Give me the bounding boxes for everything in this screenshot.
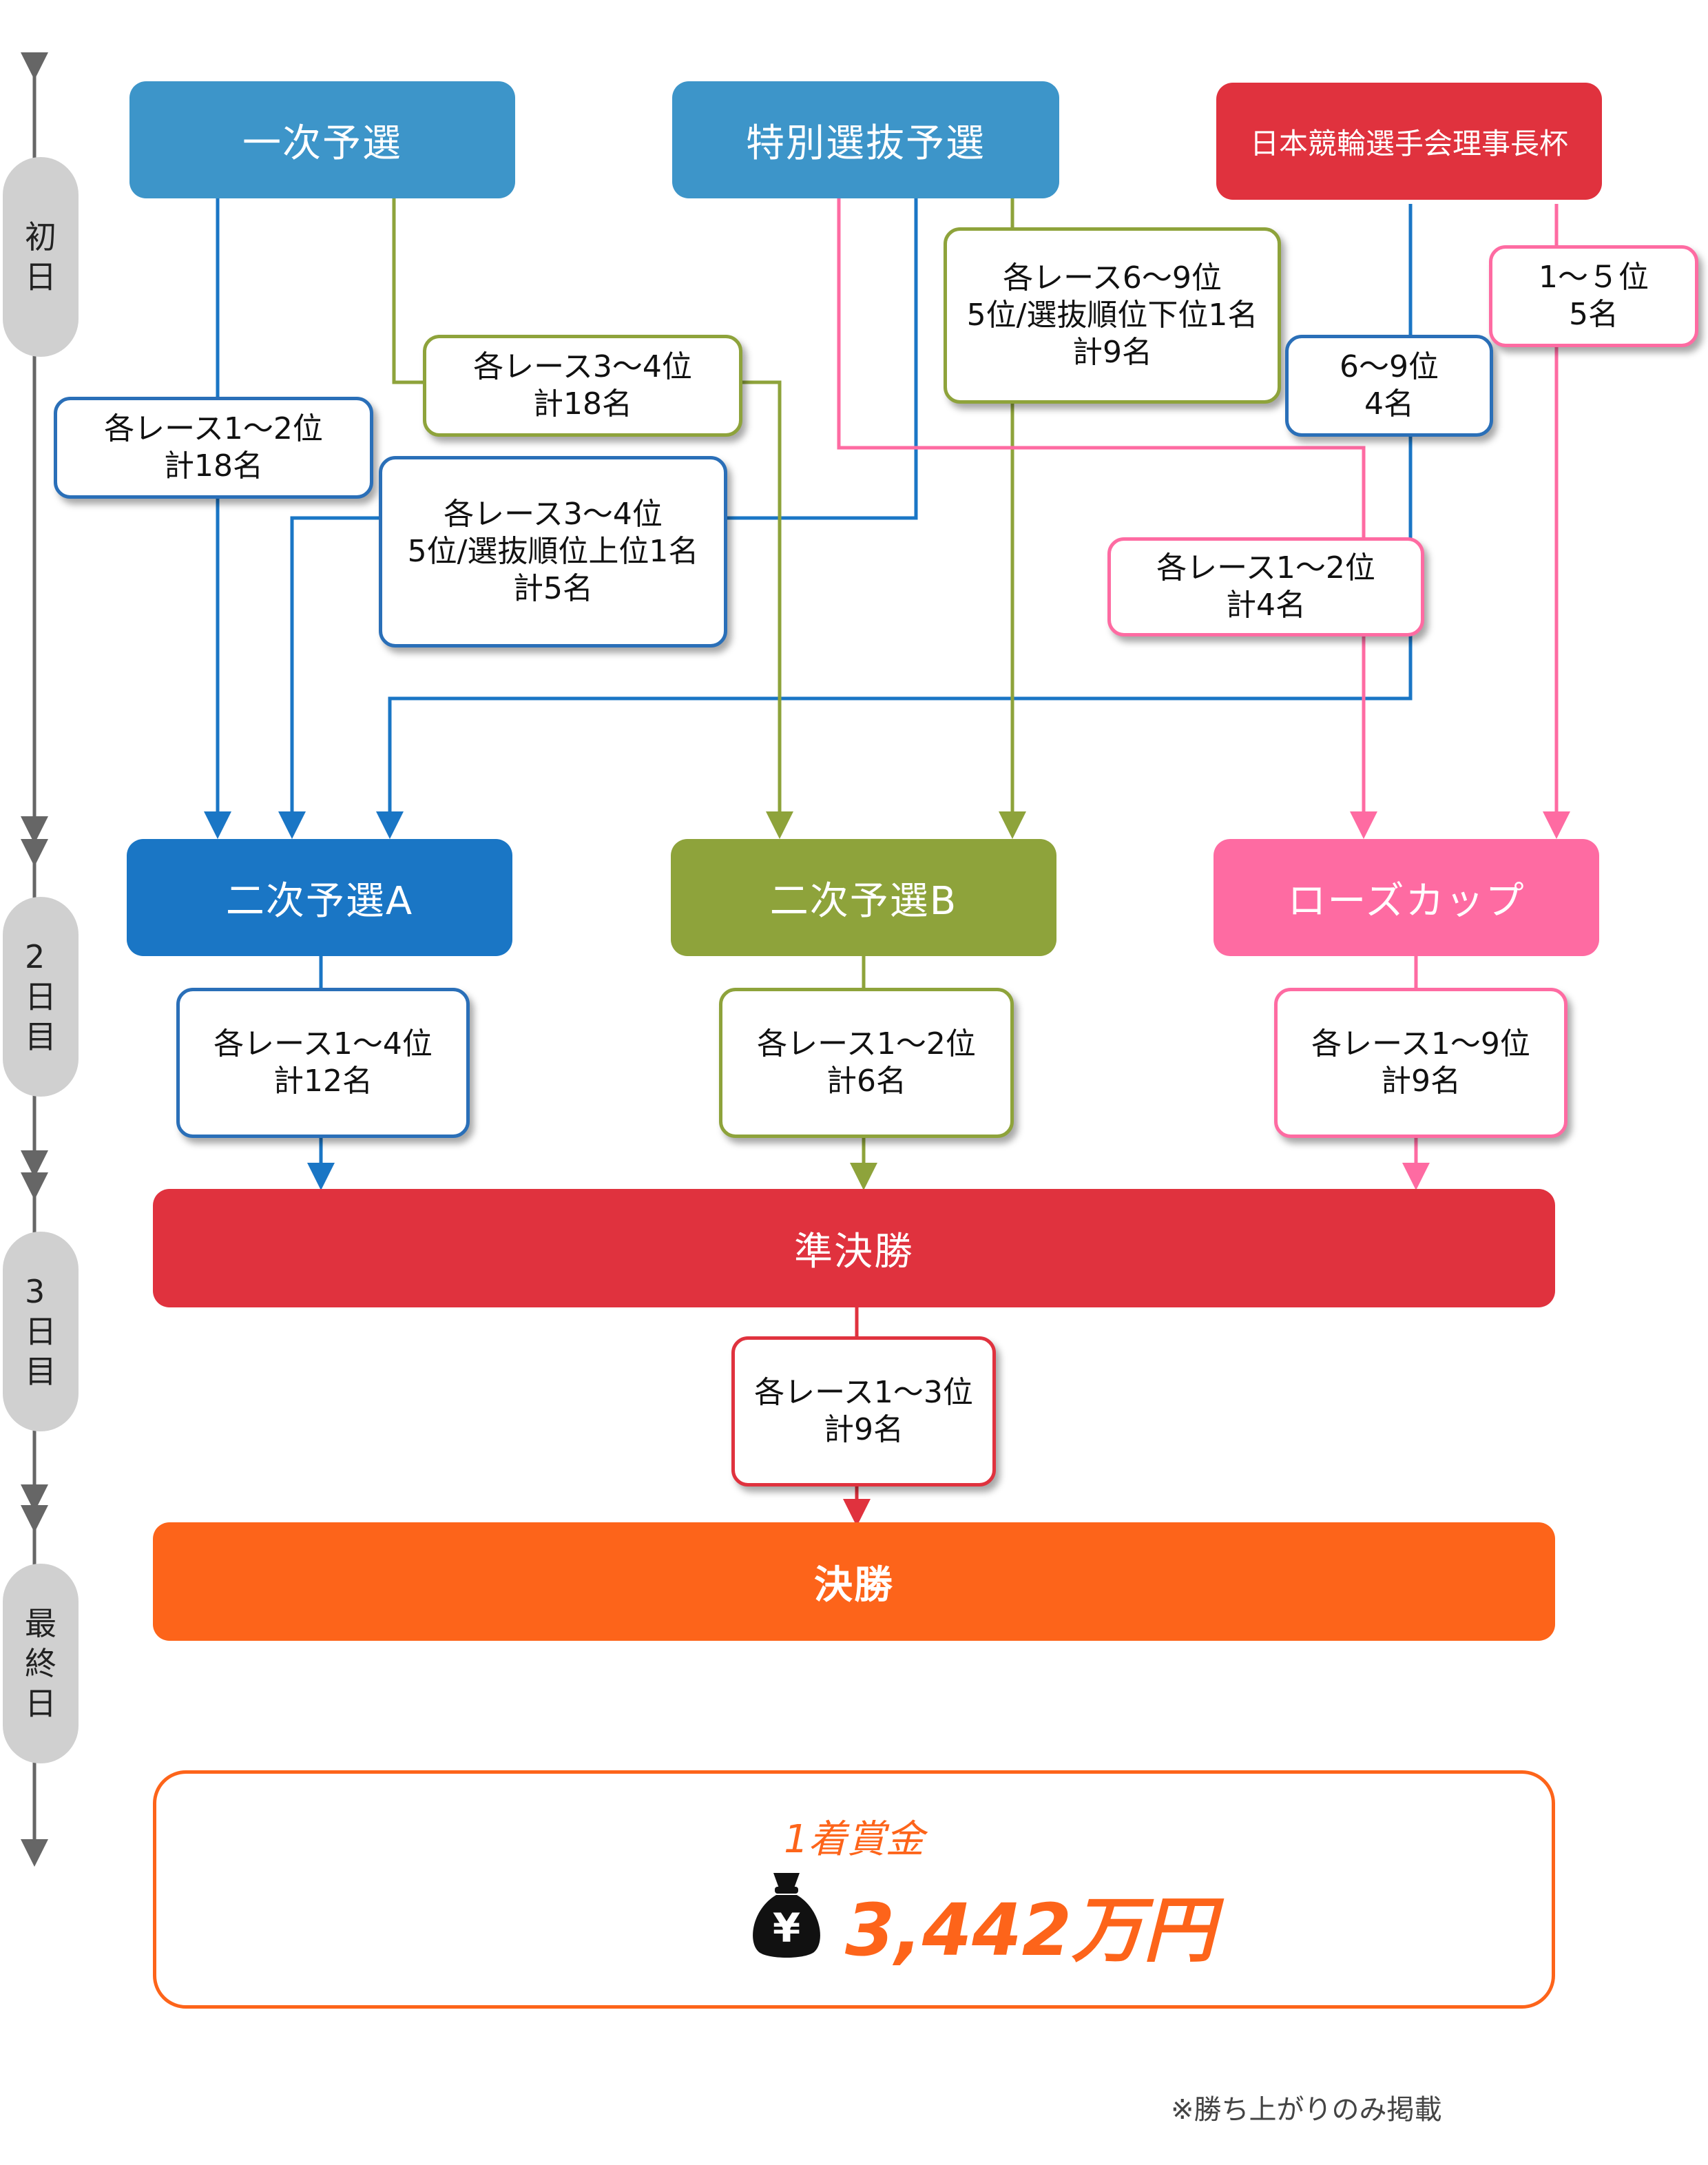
label-line: 計12名 (273, 1064, 373, 1099)
day-label: 2 日 目 (25, 938, 56, 1055)
node-label: ローズカップ (1287, 878, 1525, 924)
node-rijicho-hai: 日本競輪選手会理事長杯 (1216, 83, 1602, 200)
node-semifinal: 準決勝 (153, 1189, 1555, 1307)
money-bag-yen-icon: ¥ (753, 1873, 820, 1958)
advance-label-b-to-semi: 各レース1〜2位 計6名 (719, 988, 1014, 1138)
day-marker-3: 3 日 目 (3, 1232, 79, 1431)
label-line: 計5名 (513, 571, 593, 606)
node-label: 特別選抜予選 (746, 121, 986, 166)
advance-label-tokubetsu-to-b: 各レース6〜9位 5位/選抜順位下位1名 計9名 (944, 227, 1281, 404)
day-label: 最 終 日 (25, 1605, 56, 1722)
advance-label-semi-to-final: 各レース1〜3位 計9名 (731, 1336, 996, 1487)
label-line: 各レース1〜2位 (757, 1026, 976, 1061)
advance-label-rijicho-to-rose: 1〜５位 5名 (1489, 245, 1698, 347)
advance-label-rijicho-to-a: 6〜9位 4名 (1285, 335, 1493, 437)
day-label: 初 日 (25, 218, 56, 296)
node-niji-yosen-b: 二次予選B (671, 839, 1056, 956)
node-label: 二次予選B (769, 878, 958, 924)
node-niji-yosen-a: 二次予選A (127, 839, 512, 956)
label-line: 各レース6〜9位 (1003, 260, 1222, 296)
prize-box: 1着賞金 ¥ 3,442万円 (153, 1770, 1555, 2009)
advance-label-rose-to-semi: 各レース1〜9位 計9名 (1274, 988, 1568, 1138)
node-final: 決勝 (153, 1522, 1555, 1641)
node-label: 一次予選 (242, 121, 402, 166)
node-ichiji-yosen: 一次予選 (129, 81, 515, 198)
day-marker-2: 2 日 目 (3, 897, 79, 1097)
node-label: 日本競輪選手会理事長杯 (1249, 126, 1568, 160)
yen-symbol: ¥ (773, 1905, 800, 1951)
label-line: 1〜５位 (1539, 260, 1649, 295)
prize-amount: 3,442万円 (845, 1888, 1215, 1972)
label-line: 各レース1〜4位 (214, 1026, 433, 1061)
day-marker-final: 最 終 日 (3, 1564, 79, 1763)
node-tokubetsu-senbatsu: 特別選抜予選 (672, 81, 1059, 198)
node-label: 二次予選A (225, 878, 414, 924)
label-line: 各レース3〜4位 (473, 349, 692, 384)
node-label: 準決勝 (794, 1229, 914, 1274)
label-line: 各レース1〜2位 (104, 411, 323, 446)
prize-label: 1着賞金 (784, 1817, 924, 1862)
label-line: 5名 (1569, 297, 1618, 332)
label-line: 計9名 (1072, 335, 1152, 370)
advance-label-ichiji-to-a: 各レース1〜2位 計18名 (54, 397, 373, 499)
label-line: 各レース1〜9位 (1311, 1026, 1530, 1061)
day-marker-1: 初 日 (3, 157, 79, 357)
label-line: 4名 (1364, 386, 1414, 422)
label-line: 計18名 (164, 448, 263, 484)
advance-label-a-to-semi: 各レース1〜4位 計12名 (176, 988, 470, 1138)
day-label: 3 日 目 (25, 1273, 56, 1390)
label-line: 計9名 (824, 1412, 904, 1447)
label-line: 計18名 (533, 386, 632, 422)
label-line: 6〜9位 (1340, 349, 1439, 384)
label-line: 5位/選抜順位下位1名 (966, 298, 1258, 333)
label-line: 各レース1〜3位 (754, 1375, 973, 1410)
advance-label-ichiji-to-b: 各レース3〜4位 計18名 (423, 335, 742, 437)
label-line: 計6名 (826, 1064, 906, 1099)
label-line: 各レース1〜2位 (1156, 550, 1375, 586)
node-label: 決勝 (814, 1562, 894, 1608)
label-line: 計4名 (1226, 588, 1306, 623)
node-rose-cup: ローズカップ (1214, 839, 1599, 956)
footnote: ※勝ち上がりのみ掲載 (1171, 2094, 1442, 2126)
label-line: 5位/選抜順位上位1名 (407, 534, 699, 569)
label-line: 計9名 (1381, 1064, 1461, 1099)
advance-label-tokubetsu-to-a: 各レース3〜4位 5位/選抜順位上位1名 計5名 (379, 456, 727, 648)
label-line: 各レース3〜4位 (444, 497, 663, 532)
advance-label-tokubetsu-to-rose: 各レース1〜2位 計4名 (1107, 537, 1424, 636)
